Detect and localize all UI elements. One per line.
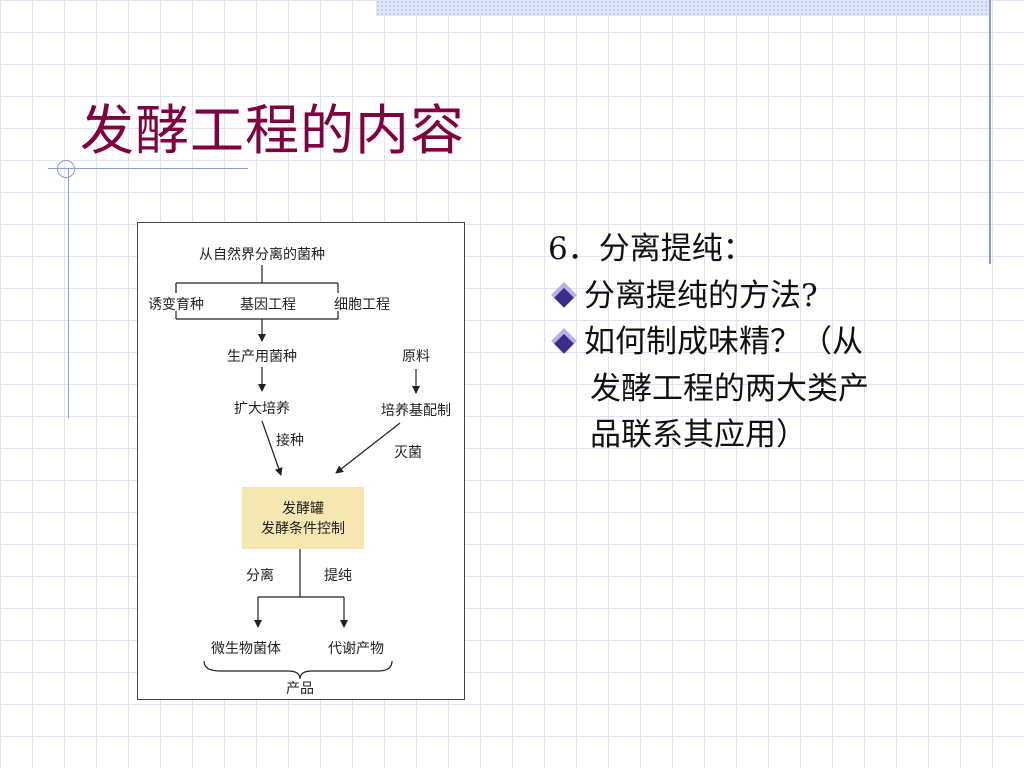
label-genetic-engineering: 基因工程 bbox=[240, 296, 296, 313]
label-microbial-cells: 微生物菌体 bbox=[211, 641, 281, 657]
arrow bbox=[261, 420, 283, 476]
left-accent-rule bbox=[68, 168, 69, 418]
label-product: 产品 bbox=[286, 681, 314, 697]
label-source-strain: 从自然界分离的菌种 bbox=[199, 246, 325, 263]
label-mutation-breeding: 诱变育种 bbox=[148, 297, 204, 313]
label-production-strain: 生产用菌种 bbox=[227, 349, 297, 365]
bullet-continuation: 品联系其应用） bbox=[590, 417, 807, 453]
fermentation-flow-diagram: 从自然界分离的菌种 诱变育种 基因工程 细胞工程 生产用菌种 原料 扩大培养 培… bbox=[137, 222, 465, 700]
fermenter-box bbox=[242, 487, 364, 549]
label-expand-culture: 扩大培养 bbox=[234, 401, 290, 417]
label-purify: 提纯 bbox=[324, 568, 352, 584]
bullet-item: 如何制成味精？（从 bbox=[548, 319, 968, 366]
diagram-svg: 从自然界分离的菌种 诱变育种 基因工程 细胞工程 生产用菌种 原料 扩大培养 培… bbox=[148, 246, 451, 697]
label-fermenter: 发酵罐 bbox=[282, 501, 324, 517]
label-condition-control: 发酵条件控制 bbox=[261, 520, 345, 537]
label-metabolites: 代谢产物 bbox=[328, 641, 384, 657]
label-inoculate: 接种 bbox=[276, 432, 304, 449]
slide-title: 发酵工程的内容 bbox=[80, 99, 465, 162]
rule-circle-ornament bbox=[57, 160, 75, 178]
bullet-text: 如何制成味精？（从 bbox=[584, 324, 863, 360]
label-separate: 分离 bbox=[246, 567, 274, 584]
label-medium-prep: 培养基配制 bbox=[381, 402, 451, 419]
bullet-item: 分离提纯的方法? bbox=[548, 273, 968, 320]
label-sterilize: 灭菌 bbox=[394, 445, 422, 461]
diamond-bullet-icon bbox=[548, 279, 584, 315]
section-heading: 6．分离提纯： bbox=[548, 231, 754, 267]
label-raw-material: 原料 bbox=[402, 349, 430, 365]
diamond-bullet-icon bbox=[548, 325, 584, 361]
product-brace bbox=[203, 660, 393, 680]
top-decorative-band bbox=[376, 0, 990, 16]
arrow bbox=[335, 422, 401, 474]
right-accent-rule bbox=[989, 0, 991, 264]
bullet-text: 分离提纯的方法? bbox=[584, 277, 818, 314]
label-cell-engineering: 细胞工程 bbox=[334, 297, 390, 313]
bullet-continuation: 发酵工程的两大类产 bbox=[590, 370, 869, 407]
content-text-block: 6．分离提纯： 分离提纯的方法? 如何制成味精？（从 发酵工程的两大类产 品联系… bbox=[548, 226, 968, 459]
title-underline-rule bbox=[48, 168, 248, 169]
